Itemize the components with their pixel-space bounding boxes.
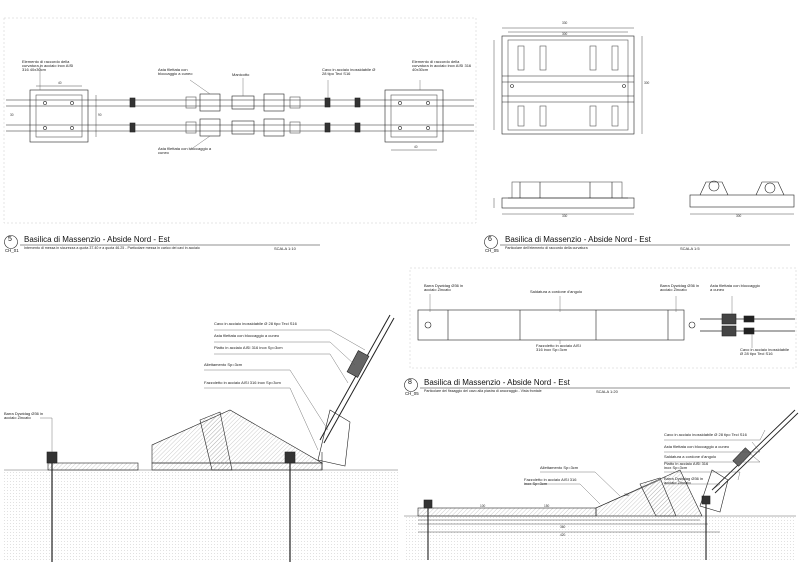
- detail-code-5: CH_01: [5, 248, 19, 253]
- subtitle-8: Particolare del fissaggio del cavo alla …: [424, 389, 542, 393]
- title-6: Basilica di Massenzio - Abside Nord - Es…: [505, 235, 651, 244]
- label-p8-plate: Fazzoletto in acciaio AISI 316 inox Sp=3…: [536, 343, 581, 353]
- detail-code-8: CH_05: [405, 391, 419, 396]
- label-section-dywidag: Barra Dywidag Ø36 in acciaio Zincato: [4, 411, 44, 421]
- label-section-rod: Asta filettata con bloccaggio a cuneo: [214, 333, 280, 338]
- label-p8s-filler: Fazzoletto in acciaio AISI 316 inox Sp=3…: [524, 477, 577, 487]
- dim-p8s-100: 100: [480, 504, 486, 508]
- label-turnbuckle: Manicotto: [232, 72, 250, 77]
- dim-30: 30: [10, 113, 14, 117]
- label-p8-weld: Saldatura a cordone d'angolo: [530, 289, 583, 294]
- bracket-detail-views: [493, 27, 795, 215]
- dim-p8s-360: 360: [560, 525, 566, 529]
- dim-300-c: 300: [736, 214, 742, 218]
- panel-8-section: [404, 409, 799, 562]
- label-bracket-left: Elemento di raccordo della curvatura in …: [22, 59, 74, 73]
- plan-view-cable: [6, 66, 474, 151]
- panel-8-plan: [409, 267, 797, 369]
- dim-p8s-200: 200: [624, 493, 630, 497]
- dim-40-left: 40: [58, 81, 62, 85]
- label-p8-cable: Cavo in acciaio inossidabile Ø 28 tipo T…: [740, 347, 790, 357]
- label-p8s-cable: Cavo in acciaio inossidabile Ø 28 tipo T…: [664, 432, 747, 437]
- dim-330: 330: [562, 21, 568, 25]
- label-p8-dywidag-left: Barra Dywidag Ø36 in acciaio Zincato: [424, 283, 464, 293]
- label-section-filler: Fazzoletto in acciaio AISI 316 inox Sp=3…: [204, 380, 281, 385]
- section-view-bottom-left: [4, 314, 398, 562]
- subtitle-5: Intervento di messa in sicurezza a quota…: [24, 246, 200, 250]
- label-section-cable: Cavo in acciaio inossidabile Ø 28 tipo T…: [214, 321, 297, 326]
- label-threaded-rod-bottom: Asta filettata con bloccaggio a cuneo: [158, 146, 212, 156]
- detail-marker-8: [404, 378, 418, 392]
- label-threaded-rod-top: Asta filettata con bloccaggio a cuneo: [158, 67, 193, 77]
- label-p8s-shim: Allettamento Sp=3cm: [540, 465, 579, 470]
- dim-300-v: 300: [644, 81, 650, 85]
- dim-300: 300: [562, 32, 568, 36]
- detail-number-6: 6: [488, 236, 492, 243]
- dim-90: 90: [98, 113, 102, 117]
- label-p8-dywidag-right: Barra Dywidag Ø36 in acciaio Zincato: [660, 283, 700, 293]
- label-p8-rod: Asta filettata con bloccaggio a cuneo: [710, 283, 760, 293]
- detail-marker-6: [484, 235, 498, 249]
- dim-p8s-150: 150: [544, 504, 550, 508]
- detail-number-8: 8: [408, 379, 412, 386]
- scale-5: SCALA 1:10: [274, 246, 296, 251]
- label-section-plate: Piatto in acciaio AISI 316 inox Sp=3cm: [214, 345, 283, 350]
- label-section-shim: Allettamento Sp=3cm: [204, 362, 243, 367]
- label-cable: Cavo in acciaio inossidabile Ø 28 tipo T…: [322, 67, 376, 77]
- dim-330-b: 330: [562, 214, 568, 218]
- dim-40-right: 40: [414, 145, 418, 149]
- label-bracket-right: Elemento di raccordo della curvatura in …: [412, 59, 472, 73]
- detail-number-5: 5: [8, 236, 12, 243]
- detail-marker-5: [4, 235, 18, 249]
- label-p8s-rod: Asta filettata con bloccaggio a cuneo: [664, 444, 730, 449]
- label-p8s-weld: Saldatura a cordone d'angolo: [664, 454, 717, 459]
- scale-8: SCALA 1:20: [596, 389, 618, 394]
- dim-p8s-420: 420: [560, 533, 566, 537]
- subtitle-6: Particolare dell'elemento di raccordo de…: [505, 246, 588, 250]
- detail-code-6: CH_05: [485, 248, 499, 253]
- label-p8s-plate: Piatto in acciaio AISI 316 inox Sp=3cm: [664, 461, 709, 471]
- scale-6: SCALA 1:5: [680, 246, 700, 251]
- title-8: Basilica di Massenzio - Abside Nord - Es…: [424, 378, 570, 387]
- title-5: Basilica di Massenzio - Abside Nord - Es…: [24, 235, 170, 244]
- label-p8s-dywidag: Barra Dywidag Ø36 in acciaio Zincato: [664, 476, 704, 486]
- panel-5-frame: [3, 17, 477, 224]
